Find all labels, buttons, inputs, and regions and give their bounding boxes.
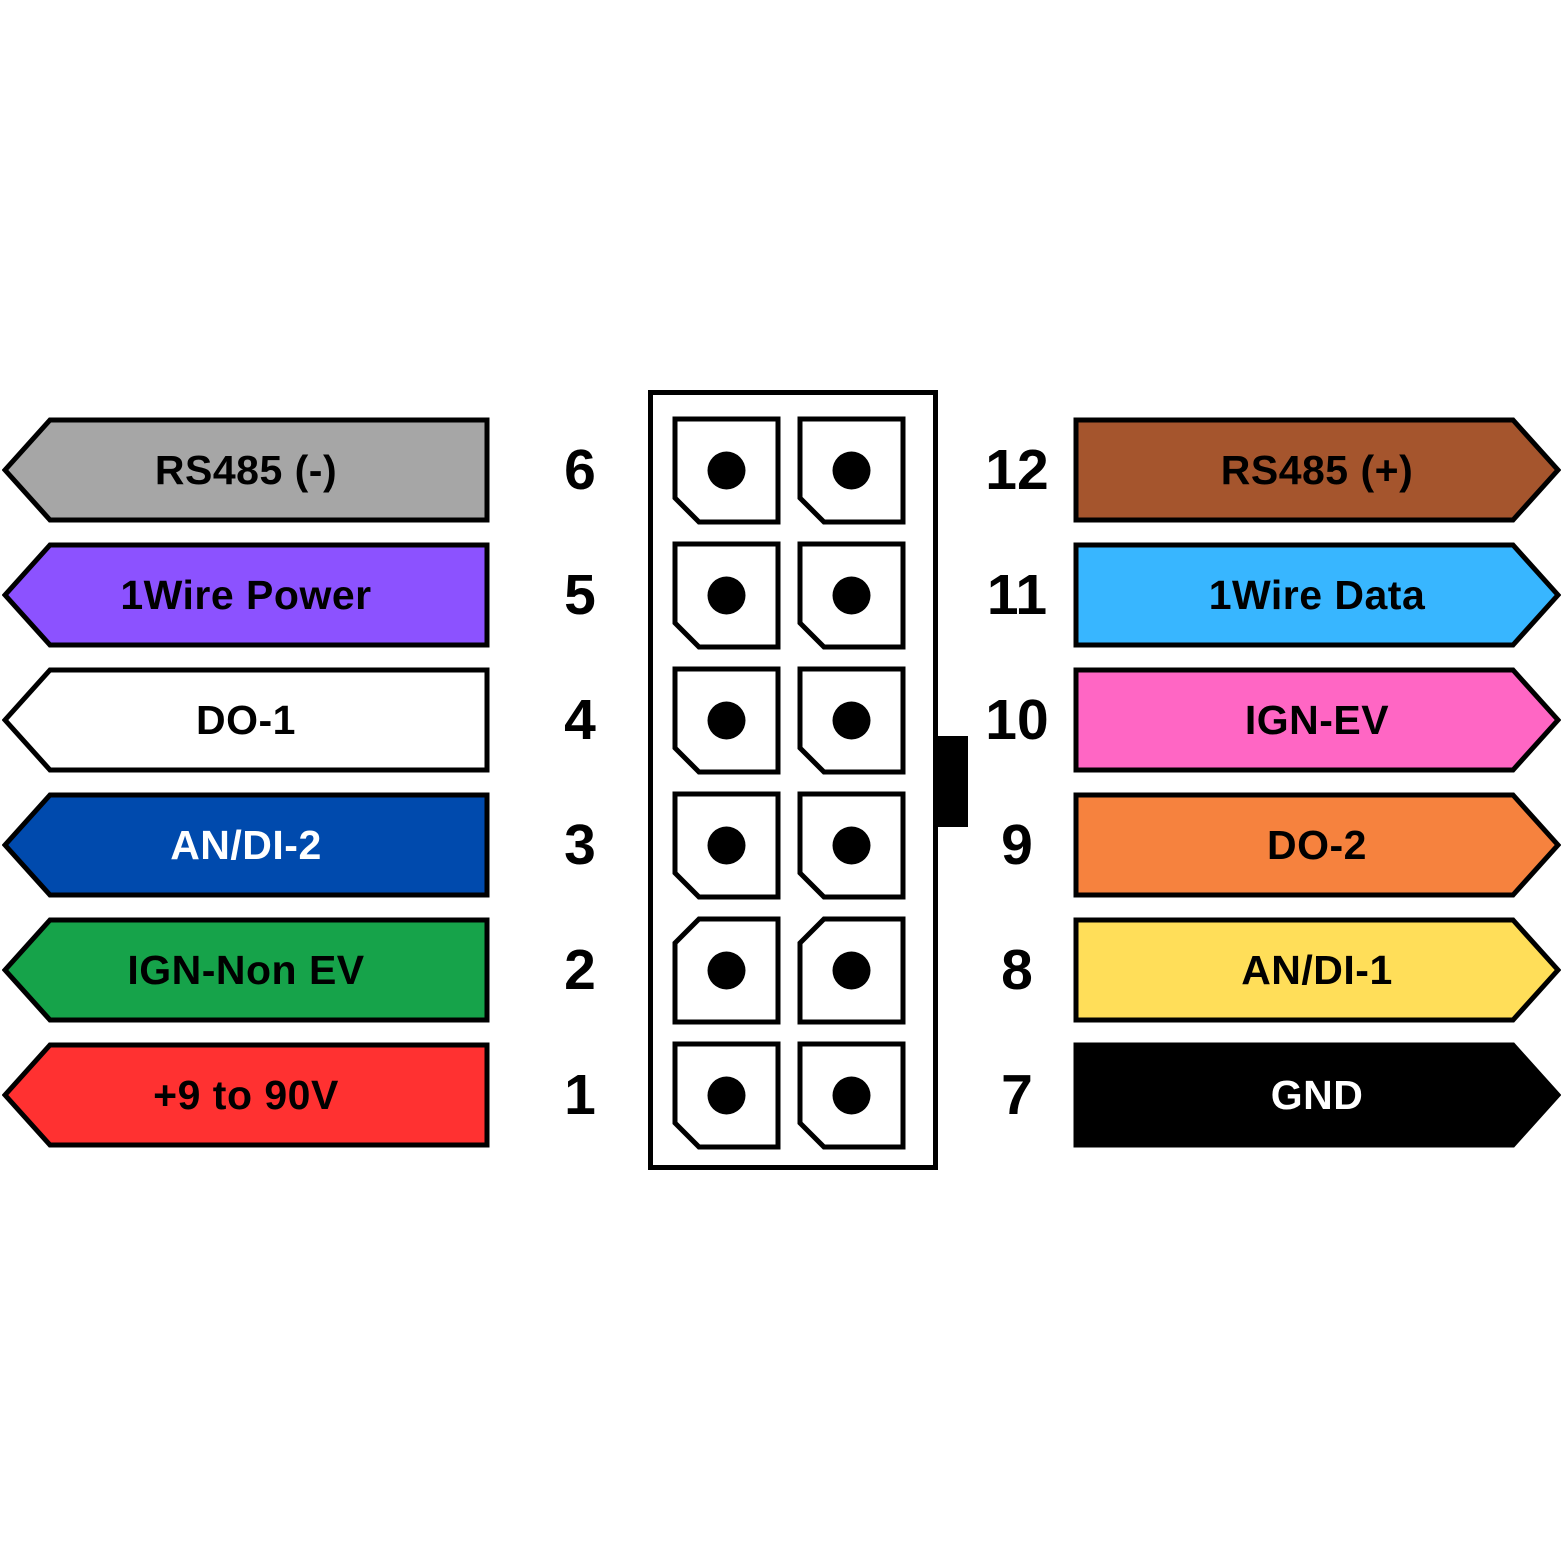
connector-cavities bbox=[672, 416, 906, 1150]
pin-label-text: 1Wire Power bbox=[120, 571, 372, 618]
pin-label-3: AN/DI-2 bbox=[2, 792, 490, 898]
pin-number-5: 5 bbox=[564, 563, 596, 627]
pin-label-2: IGN-Non EV bbox=[2, 917, 490, 1023]
connector-key-tab bbox=[935, 736, 968, 827]
pin-dot bbox=[707, 826, 746, 865]
pin-label-arrow bbox=[2, 667, 490, 773]
pin-label-4: DO-1 bbox=[2, 667, 490, 773]
pin-label-arrow bbox=[2, 1042, 490, 1148]
pin-dot bbox=[832, 826, 871, 865]
pin-dot bbox=[707, 701, 746, 740]
pin-label-10: IGN-EV bbox=[1073, 667, 1561, 773]
pin-number-12: 12 bbox=[985, 438, 1049, 502]
pin-label-6: RS485 (-) bbox=[2, 417, 490, 523]
pin-label-1: +9 to 90V bbox=[2, 1042, 490, 1148]
pin-label-arrow bbox=[1073, 1042, 1561, 1148]
pin-label-5: 1Wire Power bbox=[2, 542, 490, 648]
pin-label-text: IGN-Non EV bbox=[127, 946, 365, 993]
pin-label-11: 1Wire Data bbox=[1073, 542, 1561, 648]
pin-label-12: RS485 (+) bbox=[1073, 417, 1561, 523]
pin-label-text: DO-2 bbox=[1267, 821, 1367, 868]
pin-label-7: GND bbox=[1073, 1042, 1561, 1148]
pin-label-text: RS485 (-) bbox=[154, 446, 338, 493]
pin-label-text: GND bbox=[1270, 1071, 1364, 1118]
pin-number-11: 11 bbox=[986, 563, 1048, 627]
pin-dot bbox=[707, 1076, 746, 1115]
pin-dot bbox=[832, 1076, 871, 1115]
pin-label-arrow bbox=[1073, 542, 1561, 648]
pin-number-6: 6 bbox=[564, 438, 596, 502]
pin-dot bbox=[832, 701, 871, 740]
pin-label-arrow bbox=[1073, 417, 1561, 523]
pin-label-text: 1Wire Data bbox=[1208, 571, 1426, 618]
connector-drawing bbox=[648, 390, 968, 1170]
pin-label-text: IGN-EV bbox=[1244, 696, 1390, 743]
pin-label-arrow bbox=[2, 792, 490, 898]
pin-dot bbox=[707, 451, 746, 490]
pin-label-arrow bbox=[1073, 667, 1561, 773]
pin-label-arrow bbox=[1073, 917, 1561, 1023]
pin-label-text: AN/DI-1 bbox=[1241, 946, 1393, 993]
pin-label-arrow bbox=[2, 917, 490, 1023]
pin-number-7: 7 bbox=[1001, 1063, 1033, 1127]
pin-label-arrow bbox=[1073, 792, 1561, 898]
pin-label-arrow bbox=[2, 417, 490, 523]
pin-label-text: RS485 (+) bbox=[1220, 446, 1414, 493]
pin-number-8: 8 bbox=[1001, 938, 1033, 1002]
pin-number-4: 4 bbox=[564, 688, 596, 752]
pin-label-9: DO-2 bbox=[1073, 792, 1561, 898]
pin-dot bbox=[832, 951, 871, 990]
pin-label-arrow bbox=[2, 542, 490, 648]
pin-label-text: AN/DI-2 bbox=[170, 821, 322, 868]
pin-label-8: AN/DI-1 bbox=[1073, 917, 1561, 1023]
pin-dot bbox=[707, 576, 746, 615]
pin-dot bbox=[832, 576, 871, 615]
pin-number-10: 10 bbox=[985, 688, 1049, 752]
pin-dot bbox=[707, 951, 746, 990]
pin-number-9: 9 bbox=[1001, 813, 1033, 877]
pin-number-3: 3 bbox=[564, 813, 596, 877]
pin-number-1: 1 bbox=[564, 1063, 596, 1127]
pin-label-text: +9 to 90V bbox=[153, 1071, 339, 1118]
pin-number-2: 2 bbox=[564, 938, 596, 1002]
pin-dot bbox=[832, 451, 871, 490]
pin-label-text: DO-1 bbox=[196, 696, 296, 743]
